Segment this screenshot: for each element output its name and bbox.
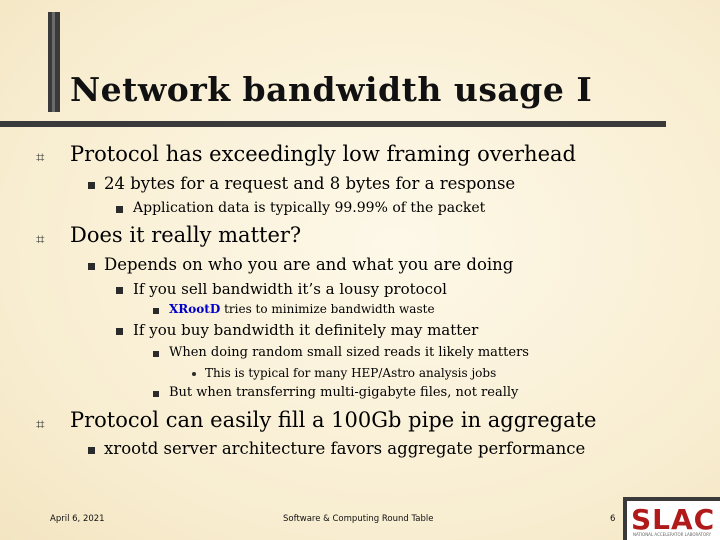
footer-date: April 6, 2021	[50, 514, 105, 524]
bullet-level3-2: If you sell bandwidth it’s a lousy proto…	[133, 280, 447, 298]
slac-logo: SLAC NATIONAL ACCELERATOR LABORATORY	[623, 497, 720, 540]
slide-title: Network bandwidth usage I	[70, 70, 593, 109]
dot-bullet-icon	[192, 372, 196, 376]
bullet-level5-1: This is typical for many HEP/Astro analy…	[205, 366, 497, 380]
bullet-level1-3: Protocol can easily fill a 100Gb pipe in…	[70, 408, 597, 432]
title-rule	[0, 121, 666, 127]
square-bullet-icon	[88, 447, 95, 454]
square-bullet-icon	[88, 182, 95, 189]
square-bullet-icon	[116, 287, 123, 294]
bullet-level2-3: xrootd server architecture favors aggreg…	[104, 439, 586, 458]
bullet-level1-2: Does it really matter?	[70, 223, 302, 247]
page-number: 6	[610, 514, 616, 524]
bullet-level3-3: If you buy bandwidth it definitely may m…	[133, 321, 479, 339]
square-bullet-icon	[88, 263, 95, 270]
title-accent-bar-inner	[52, 12, 55, 112]
bullet-level1-1: Protocol has exceedingly low framing ove…	[70, 142, 576, 166]
logo-subtext: NATIONAL ACCELERATOR LABORATORY	[633, 532, 712, 537]
bullet-level4-2: When doing random small sized reads it l…	[169, 345, 529, 360]
square-bullet-icon	[153, 351, 159, 357]
square-bullet-icon	[153, 308, 159, 314]
bullet-level2-1: 24 bytes for a request and 8 bytes for a…	[104, 174, 516, 193]
hash-bullet-icon: ⌗	[36, 230, 45, 248]
bullet-level2-2: Depends on who you are and what you are …	[104, 255, 514, 274]
bullet-level3-1: Application data is typically 99.99% of …	[133, 200, 486, 216]
logo-text: SLAC	[631, 503, 716, 536]
bullet-level4-3: But when transferring multi-gigabyte fil…	[169, 385, 519, 400]
hash-bullet-icon: ⌗	[36, 415, 45, 433]
square-bullet-icon	[153, 391, 159, 397]
footer-title: Software & Computing Round Table	[283, 514, 434, 524]
hash-bullet-icon: ⌗	[36, 148, 45, 166]
square-bullet-icon	[116, 328, 123, 335]
xrootd-highlight: XRootD	[169, 302, 221, 316]
xrootd-rest: tries to minimize bandwidth waste	[220, 302, 435, 316]
bullet-level4-1: XRootD tries to minimize bandwidth waste	[169, 302, 435, 316]
square-bullet-icon	[116, 206, 123, 213]
